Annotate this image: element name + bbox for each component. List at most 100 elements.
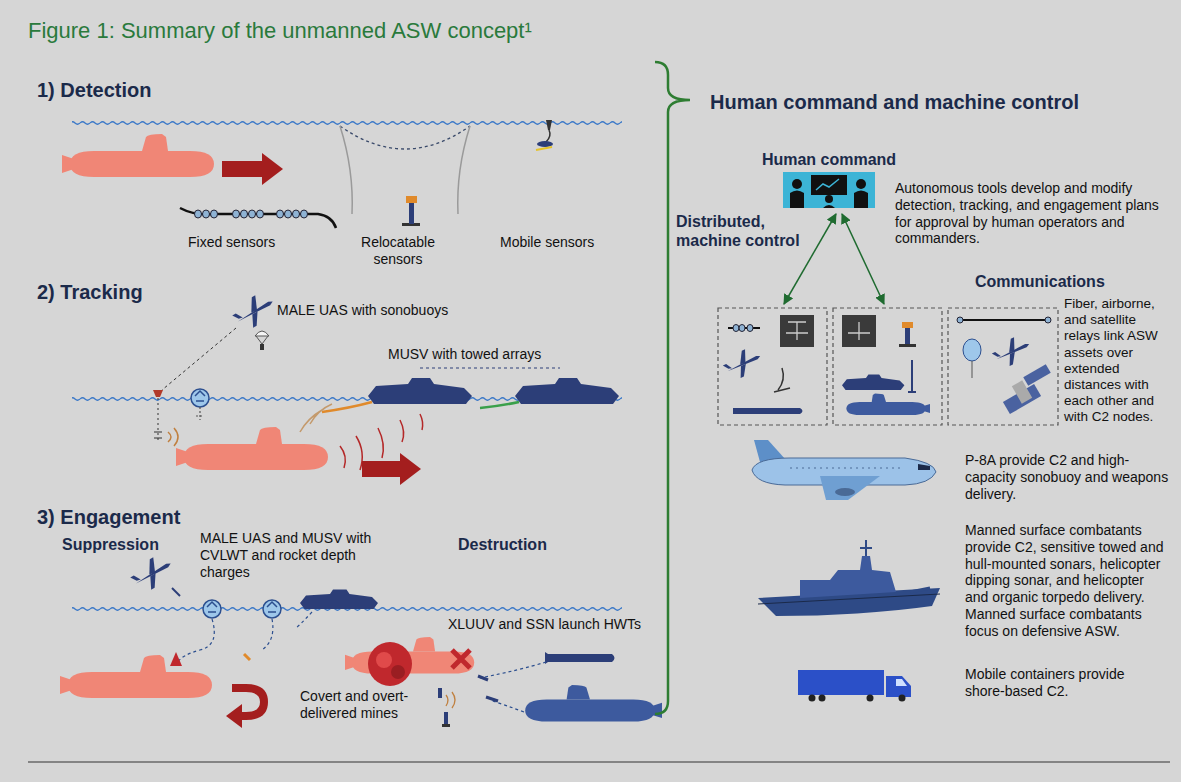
command-arrows (784, 214, 884, 304)
relocatable-sensor-part (406, 196, 417, 203)
movement-arrow (222, 153, 283, 185)
asset-icons-part (963, 339, 981, 361)
container-truck-part-part (809, 695, 816, 702)
asset-icons-part (905, 328, 910, 344)
p8a-aircraft-part (820, 476, 880, 500)
asset-group-box-part (718, 308, 827, 425)
asset-icons-part (902, 322, 913, 328)
weapon-track-part (178, 619, 214, 662)
command-arrows-part (842, 214, 884, 304)
sub-heading: Communications (975, 272, 1105, 291)
surface-combatant-part (800, 556, 896, 598)
musv-part (300, 590, 378, 610)
fixed-sensor-cable-part (195, 210, 308, 218)
asset-icons-part (957, 317, 963, 323)
red-submarine (176, 427, 328, 470)
parachute-sonobuoy (255, 331, 269, 350)
asset-icons-part-part (747, 325, 753, 332)
sub-heading: Distributed, machine control (676, 212, 816, 250)
asset-icons-part (846, 394, 930, 416)
xluuv-part (548, 654, 615, 662)
sub-heading: Destruction (458, 535, 547, 554)
display-board (811, 175, 847, 195)
fixed-sensor-cable-part (180, 208, 336, 228)
fixed-sensor-cable-part-part (195, 210, 202, 218)
container-truck (798, 670, 911, 702)
weapon-splash (263, 600, 281, 618)
mobile-sensor-part (546, 120, 552, 130)
weapon-track-part (262, 619, 273, 650)
p8a-aircraft-part (790, 468, 900, 469)
panel-heading: Human command and machine control (710, 90, 1079, 114)
container-truck-part (896, 679, 907, 686)
asset-group-box-part (948, 308, 1058, 425)
fixed-sensor-cable-part-part (277, 210, 284, 218)
asset-icons-part (1045, 317, 1051, 323)
torpedo-track (490, 700, 524, 712)
relocatable-sensor-part (340, 126, 470, 214)
person-body (790, 191, 804, 209)
asset-icons-part-part (842, 374, 904, 390)
surface-combatant-part (860, 540, 872, 556)
sonobuoy-drop-line (162, 328, 236, 390)
relocatable-sensor-part (409, 202, 414, 224)
red-submarine-part (60, 655, 212, 698)
fixed-sensor-cable-part-part (285, 210, 292, 218)
description: Fiber, airborne, and satellite relays li… (1064, 296, 1174, 426)
bracket (655, 62, 690, 714)
weapon-splash (203, 600, 221, 618)
command-node: Human command (762, 150, 897, 208)
musv (300, 590, 378, 610)
sonobuoy-part (153, 390, 163, 397)
container-truck-part-part (899, 695, 906, 702)
display-chart (816, 179, 839, 190)
fixed-sensor-cable-part-part (241, 210, 248, 218)
person-body (823, 205, 835, 208)
mines-part (438, 688, 442, 698)
mobile-sensor-part (546, 130, 550, 142)
surface-combatant (758, 540, 940, 616)
people-icon (783, 172, 875, 208)
musv (368, 378, 619, 404)
mines (438, 688, 455, 727)
container-truck-part (798, 670, 884, 695)
sonar-arcs-part (300, 404, 332, 432)
towed-array-link (420, 367, 560, 368)
asset-label: MALE UAS and MUSV with CVLWT and rocket … (200, 530, 382, 580)
relocatable-sensor (340, 126, 470, 226)
person-head (825, 195, 833, 203)
male-uas-part (229, 289, 279, 333)
asset-icons-part (848, 322, 870, 340)
command-icon-box (783, 172, 875, 208)
male-uas (229, 289, 279, 333)
ssn-part (525, 685, 662, 722)
weapon-track-part (296, 612, 312, 628)
male-uas (127, 551, 177, 595)
red-submarine-part (62, 134, 214, 177)
container-truck-part-part (867, 695, 874, 702)
relocatable-sensor-part (340, 126, 470, 149)
asset-label: MALE UAS with sonobuoys (277, 302, 448, 319)
fixed-sensor-cable-part-part (211, 210, 218, 218)
asset-icons-part-part (846, 394, 930, 416)
container-truck-part-part (819, 695, 826, 702)
asset-icons-part (899, 344, 916, 347)
sonobuoy-part (154, 432, 162, 438)
sonobuoy-sensor-line (196, 407, 204, 420)
section-heading: 3) Engagement (37, 505, 180, 529)
description: Manned surface combatants provide C2, se… (965, 522, 1170, 640)
heavyweight-torpedo (486, 697, 498, 701)
red-submarine (62, 134, 214, 177)
explosion-part (391, 665, 405, 679)
asset-label: MUSV with towed arrays (388, 346, 541, 363)
sensor-label: Relocatable sensors (352, 234, 444, 268)
section-heading: 1) Detection (37, 78, 151, 102)
command-arrows-part (784, 214, 836, 304)
xluuv-part (480, 662, 546, 678)
sea-surface-part (72, 120, 622, 126)
asset-icons-part-part (990, 333, 1035, 371)
sensor-label: Fixed sensors (188, 234, 275, 251)
red-submarine (60, 655, 212, 698)
asset-icons-part (733, 325, 753, 332)
